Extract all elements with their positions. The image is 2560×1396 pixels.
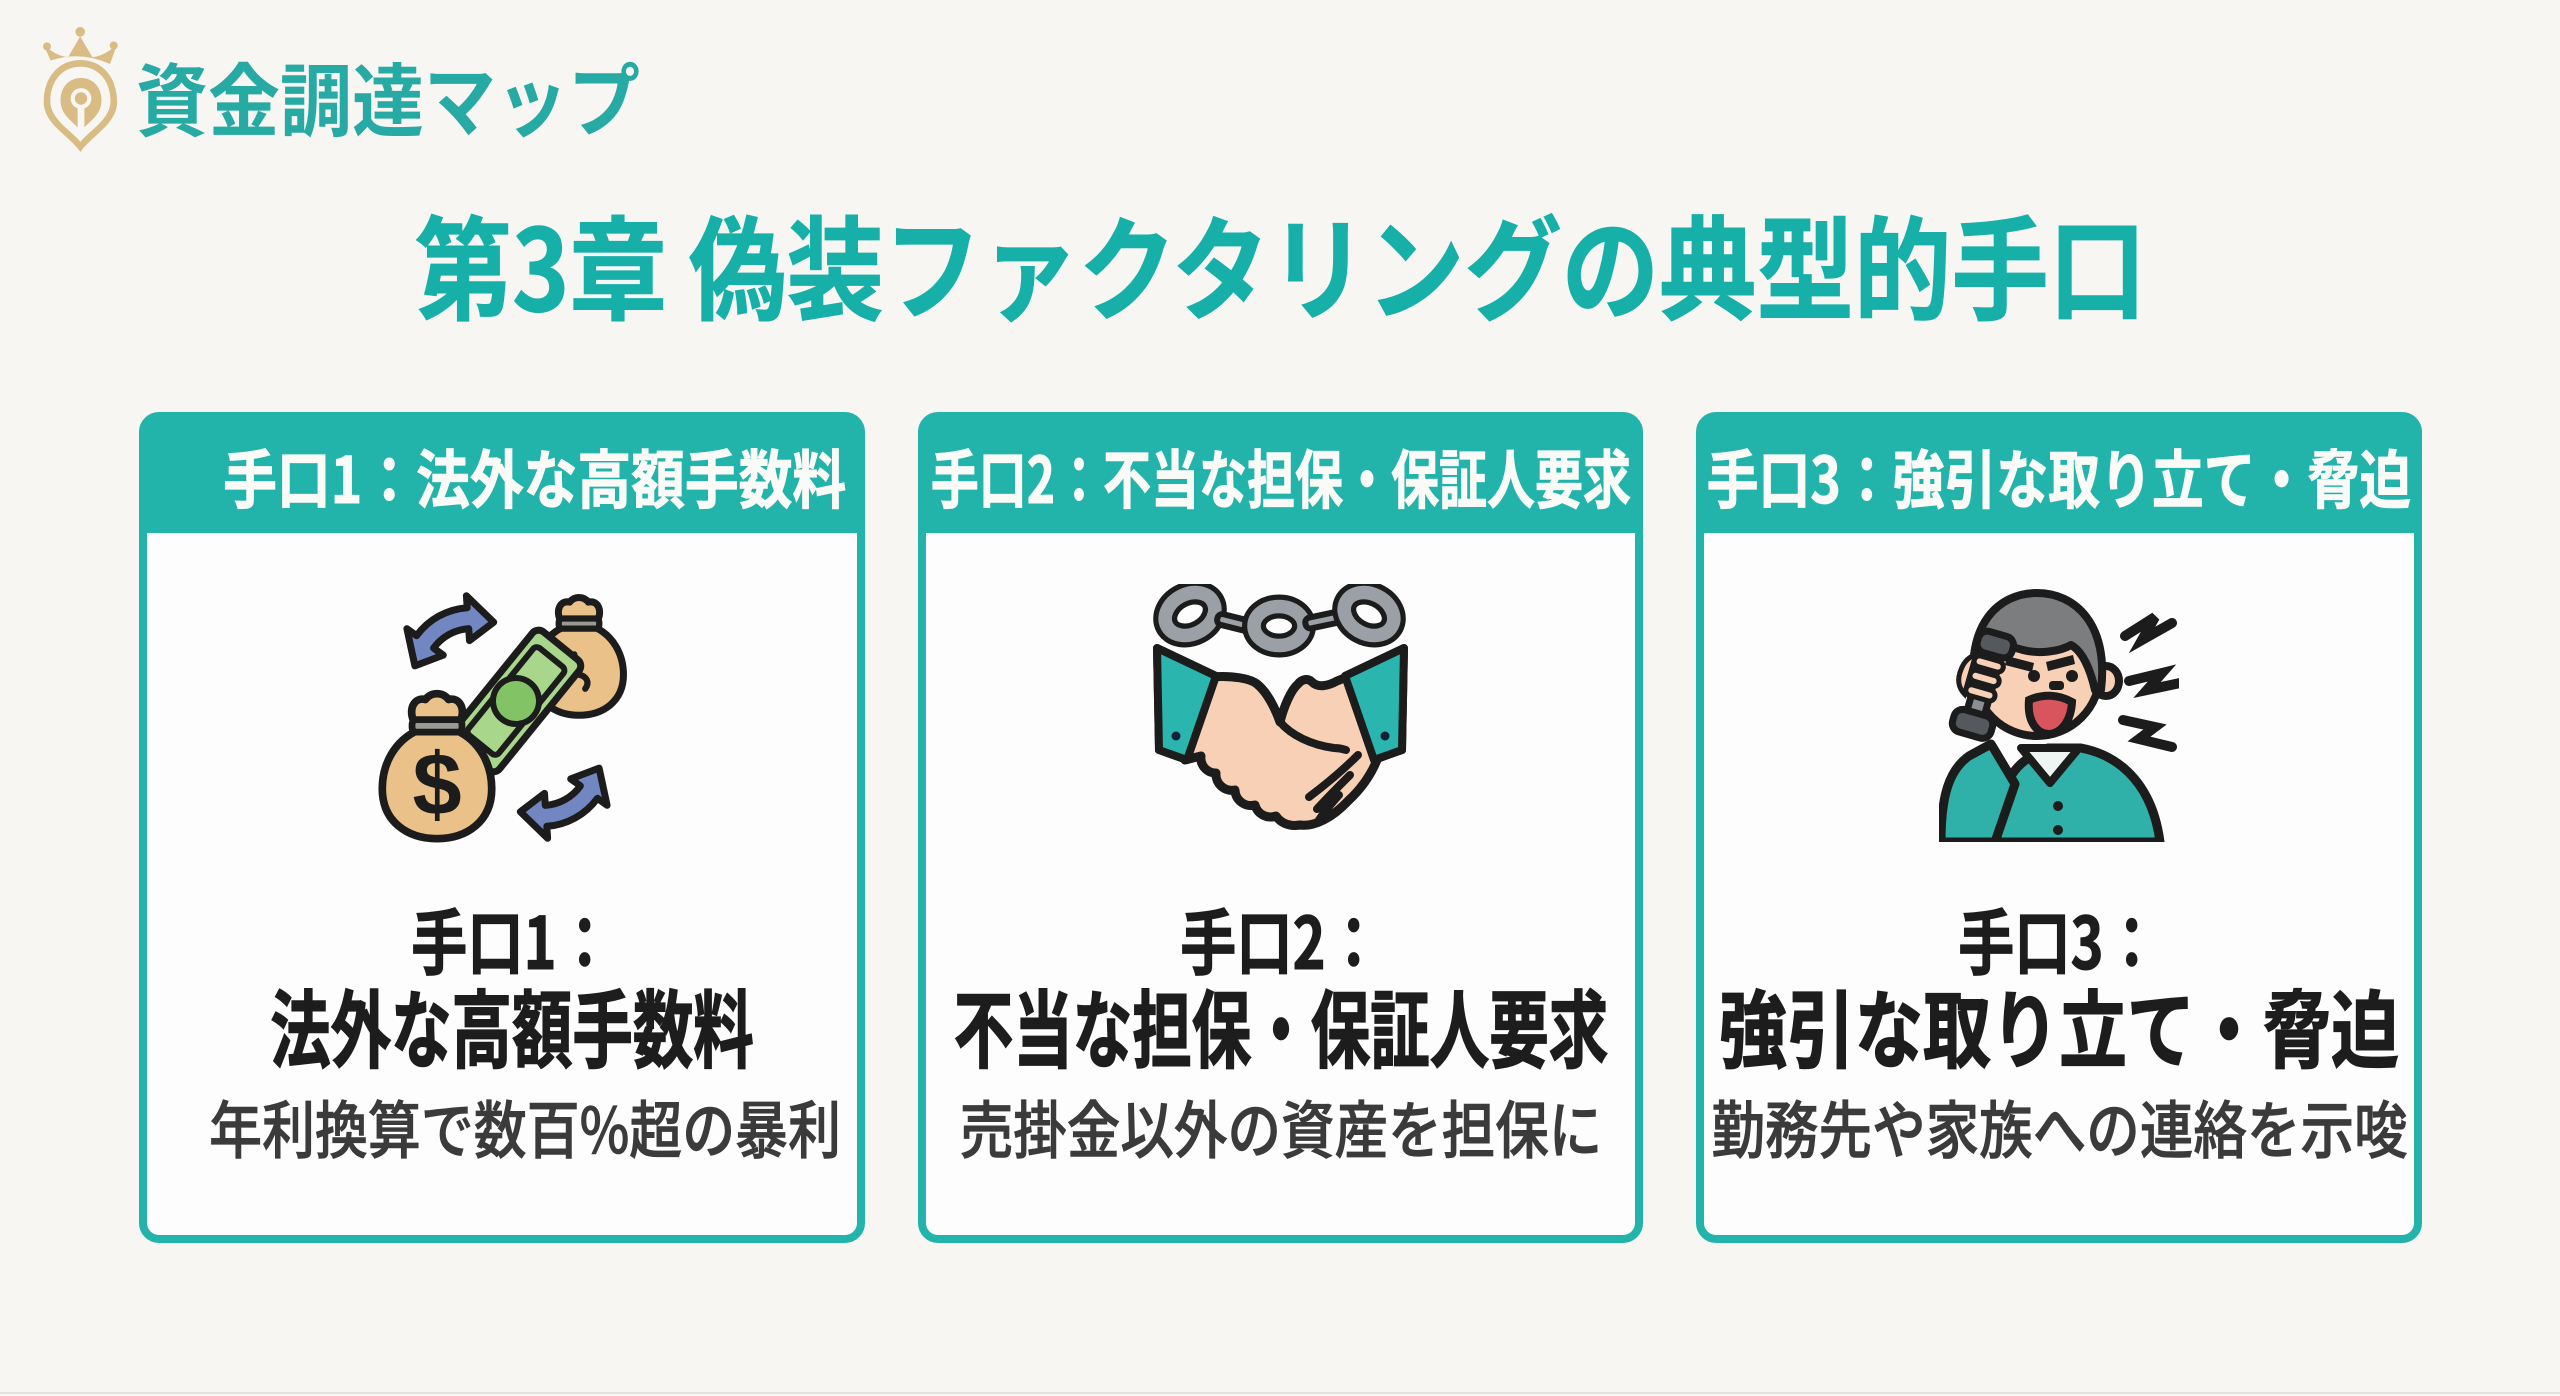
svg-text:$: $: [412, 735, 461, 834]
